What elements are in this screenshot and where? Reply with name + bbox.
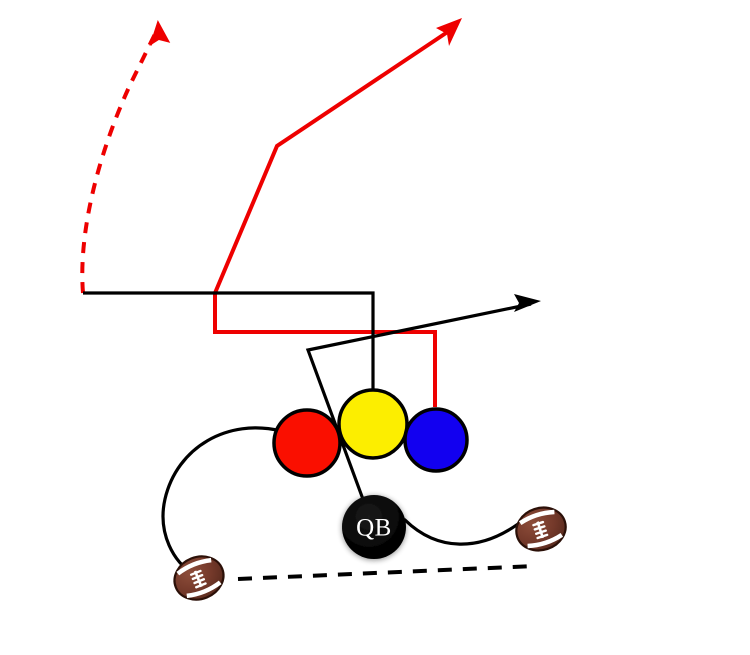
- players-layer: QB: [272, 388, 469, 559]
- football-left-stripe-bottom: [186, 580, 222, 599]
- football-right-laces: [532, 520, 549, 540]
- route-red-solid-out-and-up: [213, 27, 454, 407]
- football-right-stripe-bottom: [527, 532, 564, 549]
- football-right-stripe-top: [518, 509, 555, 526]
- receiver-red[interactable]: [272, 408, 342, 478]
- footballs-layer: [173, 506, 567, 601]
- route-black-qb-drag: [305, 302, 532, 503]
- route-red-dashed-deep-arrowhead: [149, 20, 171, 47]
- routes-layer: [80, 18, 541, 581]
- football-left-stripe-top: [176, 557, 212, 576]
- route-red-solid-arrowhead: [436, 18, 462, 46]
- receiver-blue[interactable]: [403, 407, 469, 473]
- quarterback-circle: [342, 495, 406, 559]
- football-left: [173, 555, 225, 601]
- route-black-red-motion: [161, 426, 283, 575]
- football-left-laces: [189, 569, 207, 589]
- receiver-yellow[interactable]: [337, 388, 409, 460]
- football-right: [515, 506, 567, 552]
- quarterback-label: QB: [356, 515, 392, 542]
- route-black-yellow-hook: [83, 291, 375, 392]
- route-black-dashed-ball-path: [237, 564, 536, 581]
- quarterback[interactable]: QB: [342, 495, 406, 559]
- route-red-dashed-deep: [80, 31, 158, 294]
- route-black-qb-handoff: [403, 518, 520, 546]
- route-black-qb-drag-arrowhead: [514, 294, 541, 312]
